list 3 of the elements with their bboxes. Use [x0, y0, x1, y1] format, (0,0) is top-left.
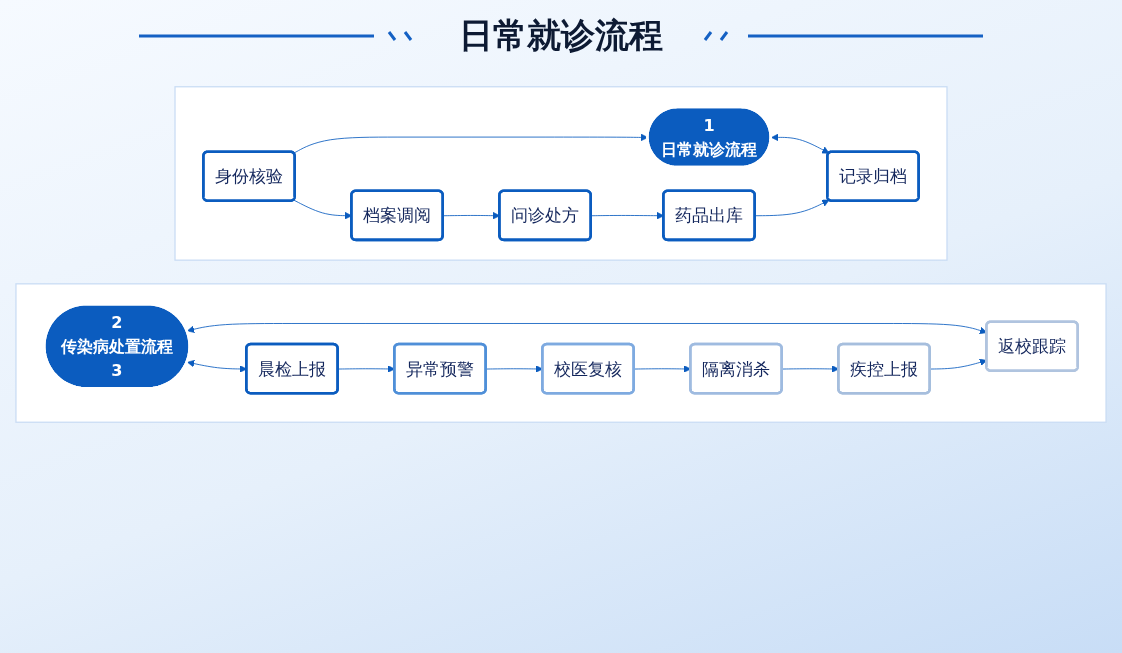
diagram-title: 日常就诊流程	[459, 14, 663, 57]
cluster	[15, 283, 1107, 423]
cluster	[174, 86, 948, 261]
